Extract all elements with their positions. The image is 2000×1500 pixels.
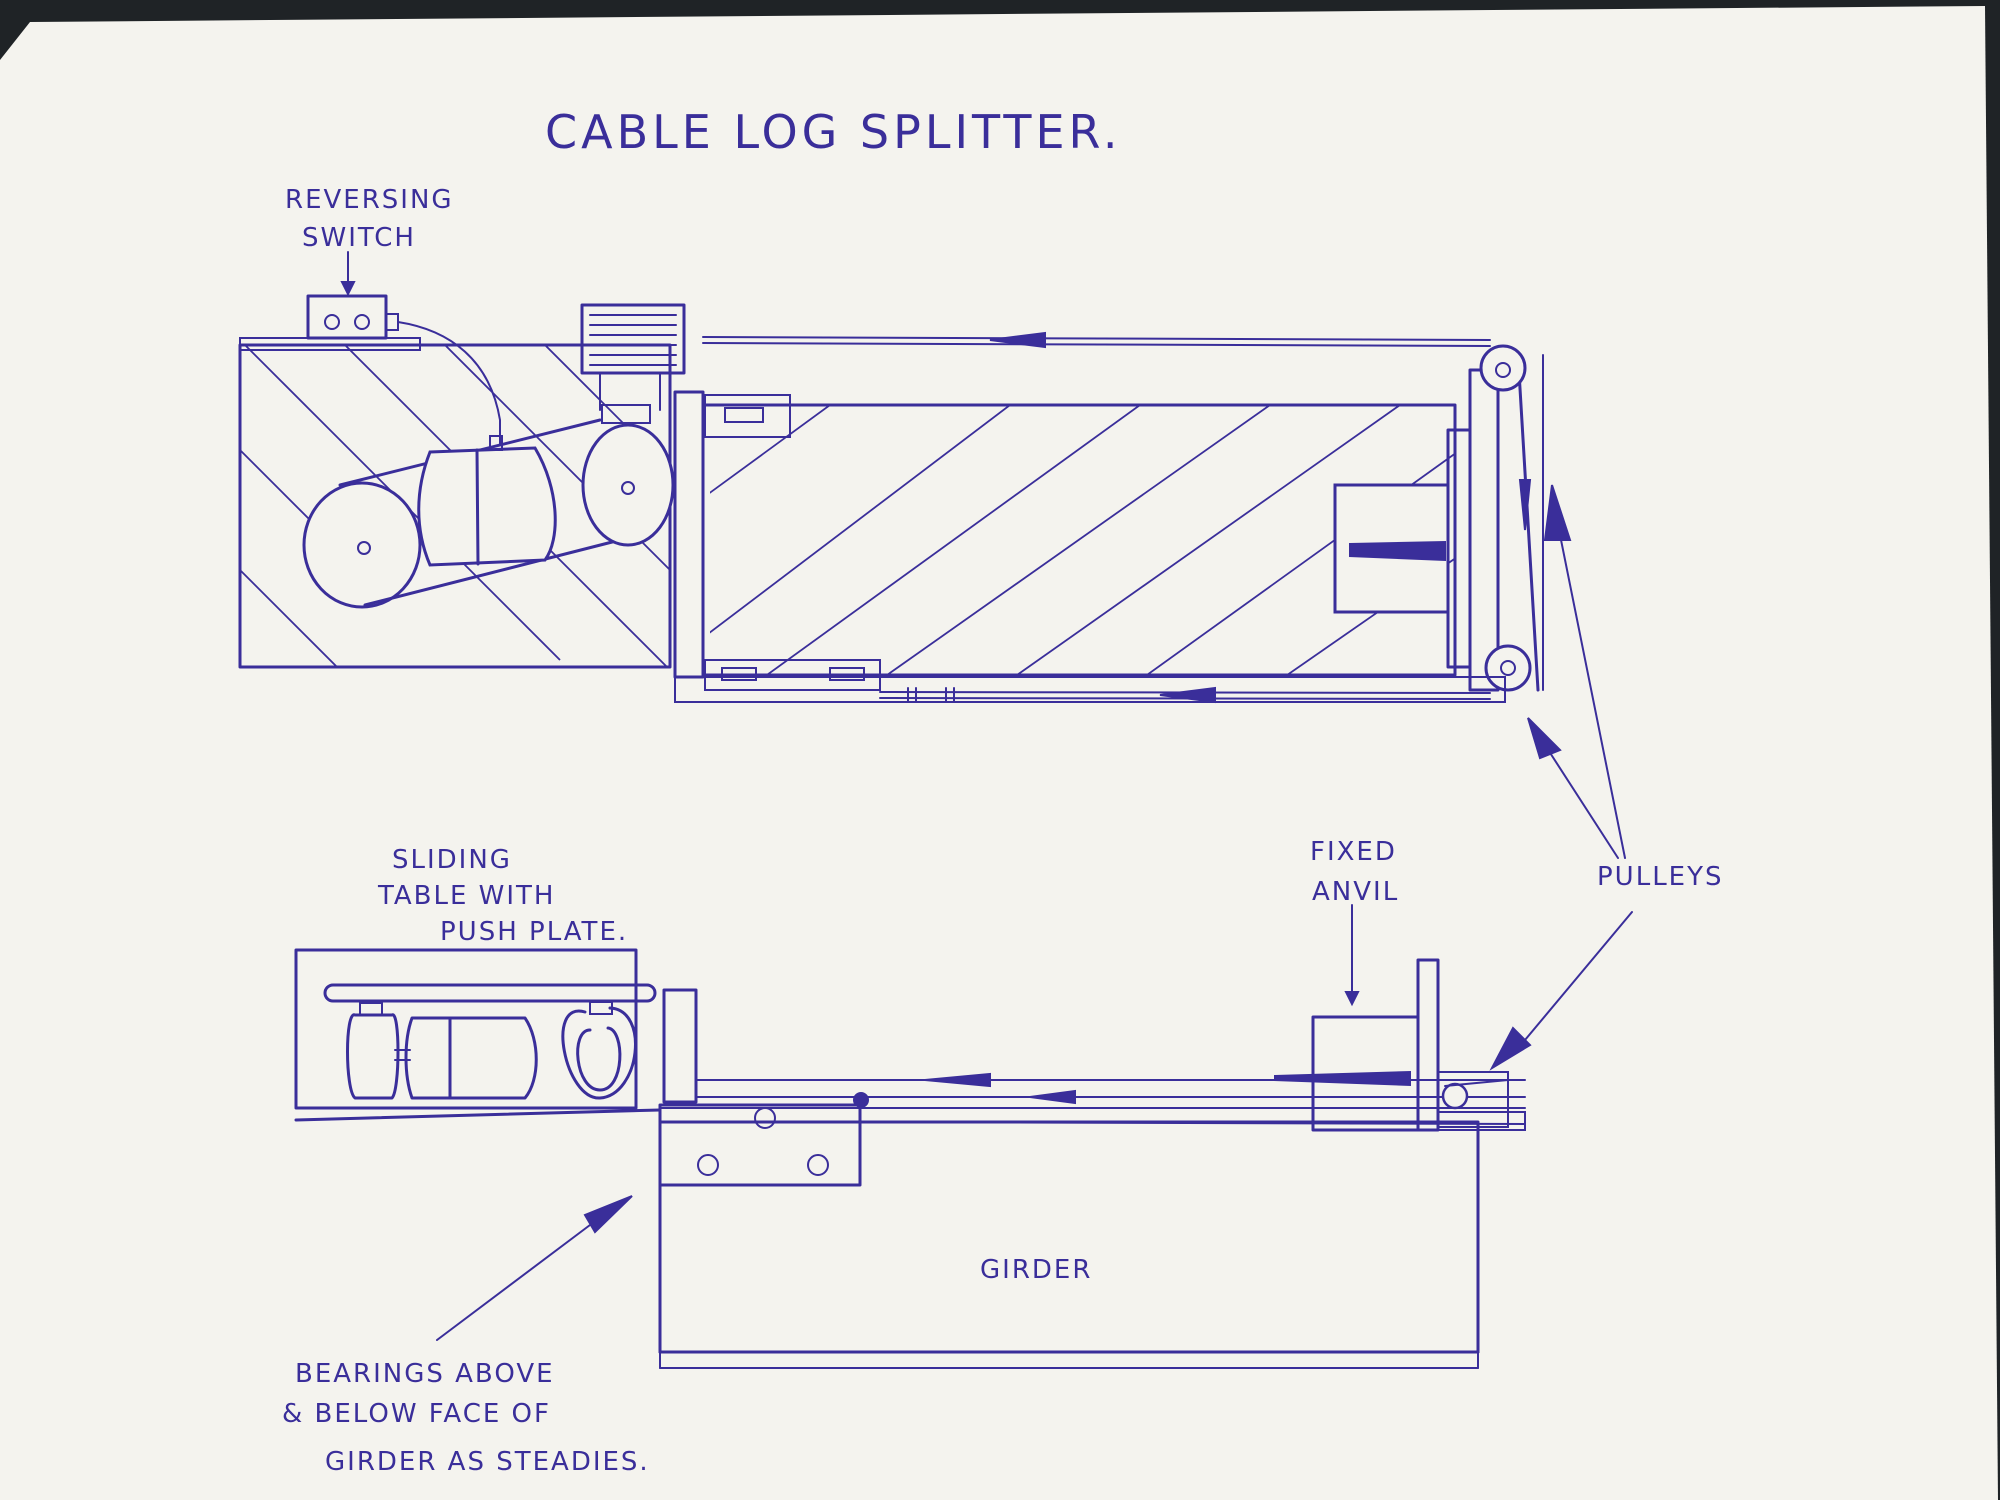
title: CABLE LOG SPLITTER. [545, 105, 1121, 159]
bearings-label-3: GIRDER AS STEADIES. [325, 1447, 650, 1477]
cable-arrow-side-2 [1029, 1089, 1076, 1105]
cable-top-run [702, 331, 1491, 349]
motor-side [346, 1001, 637, 1100]
cable-down-arrow [1518, 479, 1532, 531]
motor-body [417, 435, 557, 567]
driven-pulley [581, 404, 675, 547]
sliding-table-label-2: TABLE WITH [377, 881, 555, 911]
reversing-switch-label-1: REVERSING [285, 185, 454, 215]
switch-wire [397, 321, 501, 446]
bearings-label-1: BEARINGS ABOVE [295, 1359, 555, 1389]
fixed-anvil-label-1: FIXED [1310, 837, 1397, 867]
pulley-top-upper [1479, 344, 1527, 392]
bearings-leader [436, 1195, 633, 1341]
push-plate-side [662, 988, 698, 1104]
fixed-anvil-side [1274, 958, 1440, 1132]
pulley-top-lower [1484, 644, 1532, 692]
pulleys-leader-lines [1489, 484, 1633, 1071]
sliding-table-side [294, 948, 638, 1110]
sliding-table-label-3: PUSH PLATE. [440, 917, 628, 947]
cable-arrow-side-1 [924, 1072, 991, 1088]
bearings-label-2: & BELOW FACE OF [282, 1399, 551, 1429]
side-view: SLIDING TABLE WITH PUSH PLATE. [282, 484, 1724, 1477]
girder-label: GIRDER [980, 1255, 1092, 1285]
table-rail-top [674, 676, 1506, 703]
pulleys-label: PULLEYS [1597, 862, 1724, 892]
top-view: REVERSING SWITCH [238, 185, 1544, 704]
motor-pulley [302, 481, 422, 609]
reversing-switch-arrow [340, 251, 356, 297]
sliding-table-label-1: SLIDING [392, 845, 512, 875]
girder [658, 1120, 1480, 1369]
bearing-block [658, 1092, 869, 1187]
table-top-rail [323, 983, 657, 1003]
cable-bottom-run [879, 686, 1491, 704]
fixed-anvil-label-2: ANVIL [1312, 877, 1399, 907]
pulley-side [1437, 1071, 1526, 1131]
reversing-switch-label-2: SWITCH [302, 223, 416, 253]
fixed-anvil-arrow [1344, 904, 1360, 1007]
